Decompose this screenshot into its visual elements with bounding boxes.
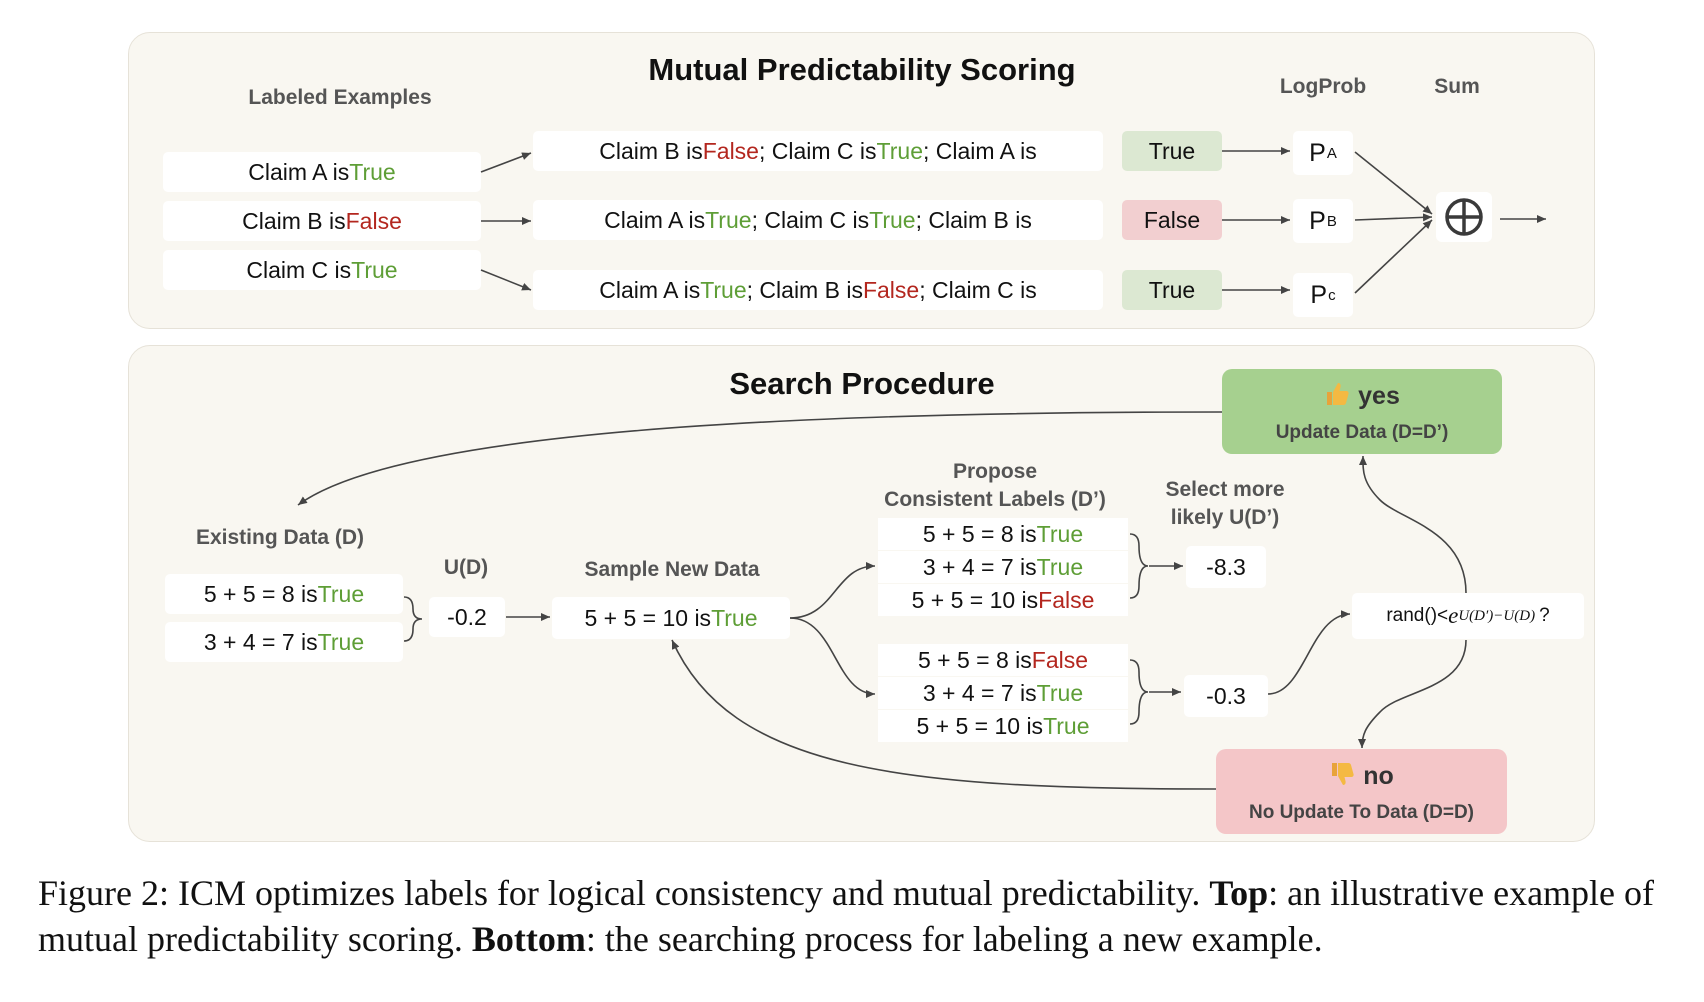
proposal-b-item: 5 + 5 = 10 is True [878, 710, 1128, 742]
mutual-predictability-title: Mutual Predictability Scoring [648, 52, 1076, 87]
label-value: True [349, 158, 396, 185]
no-update-box: no No Update To Data (D=D) [1216, 749, 1507, 834]
score-proposal-b: -0.3 [1184, 675, 1268, 717]
brace-proposal-a [1129, 533, 1149, 599]
propose-heading-line1: Propose [952, 460, 1038, 483]
arrow-yes-to-existing [297, 411, 1223, 506]
prompt-box-c: Claim A is True; Claim B is False; Claim… [533, 270, 1103, 310]
labeled-example-b: Claim B is False [163, 201, 481, 241]
label-value: True [351, 256, 398, 283]
proposal-b-item: 3 + 4 = 7 is True [878, 677, 1128, 709]
existing-data-item: 3 + 4 = 7 is True [165, 622, 403, 662]
answer-box-b: False [1122, 200, 1222, 240]
existing-data-heading: Existing Data (D) [195, 526, 365, 549]
figure-caption: Figure 2: ICM optimizes labels for logic… [38, 873, 1655, 959]
arrow-test-to-yes [1358, 455, 1467, 594]
proposal-a-item: 3 + 4 = 7 is True [878, 551, 1128, 583]
labeled-example-a: Claim A is True [163, 152, 481, 192]
select-heading-line1: Select more [1165, 478, 1285, 501]
logprob-heading: LogProb [1279, 75, 1367, 98]
labeled-examples-heading: Labeled Examples [248, 86, 432, 109]
arrow-test-to-no [1358, 639, 1467, 749]
circle-plus-icon [1445, 198, 1483, 236]
sample-new-data-box: 5 + 5 = 10 is True [552, 597, 790, 639]
label-value: False [345, 207, 402, 234]
existing-data-item: 5 + 5 = 8 is True [165, 574, 403, 614]
search-procedure-title: Search Procedure [729, 366, 995, 401]
arrow-example-c [480, 269, 532, 291]
brace-existing [403, 596, 423, 642]
sum-node [1436, 192, 1492, 242]
proposal-a-item: 5 + 5 = 10 is False [878, 584, 1128, 616]
sum-heading: Sum [1434, 75, 1480, 98]
prompt-box-a: Claim B is False; Claim C is True; Claim… [533, 131, 1103, 171]
answer-box-c: True [1122, 270, 1222, 310]
prompt-box-b: Claim A is True; Claim C is True; Claim … [533, 200, 1103, 240]
ud-value-box: -0.2 [429, 597, 505, 637]
thumbs-up-icon [1324, 381, 1350, 414]
proposal-b-item: 5 + 5 = 8 is False [878, 644, 1128, 676]
proposal-a-item: 5 + 5 = 8 is True [878, 518, 1128, 550]
select-heading-line2: likely U(D’) [1170, 506, 1280, 529]
arrow-prob-c [1354, 219, 1433, 294]
arrow-prob-b [1354, 213, 1433, 222]
arrow-no-to-sample [671, 639, 1217, 790]
arrow-prob-a [1354, 151, 1433, 215]
arrow-sample-to-proposal-a [789, 562, 876, 619]
labeled-example-c: Claim C is True [163, 250, 481, 290]
arrow-score-to-test [1267, 610, 1351, 695]
propose-heading-line2: Consistent Labels (D’) [884, 488, 1106, 511]
ud-heading: U(D) [443, 556, 489, 579]
arrow-sample-to-proposal-b [789, 617, 876, 698]
sample-new-data-heading: Sample New Data [584, 558, 760, 581]
thumbs-down-icon [1329, 761, 1355, 794]
answer-box-a: True [1122, 131, 1222, 171]
arrow-example-a [480, 152, 532, 173]
yes-update-box: yes Update Data (D=D’) [1222, 369, 1502, 454]
brace-proposal-b [1129, 659, 1149, 725]
score-proposal-a: -8.3 [1186, 546, 1266, 588]
